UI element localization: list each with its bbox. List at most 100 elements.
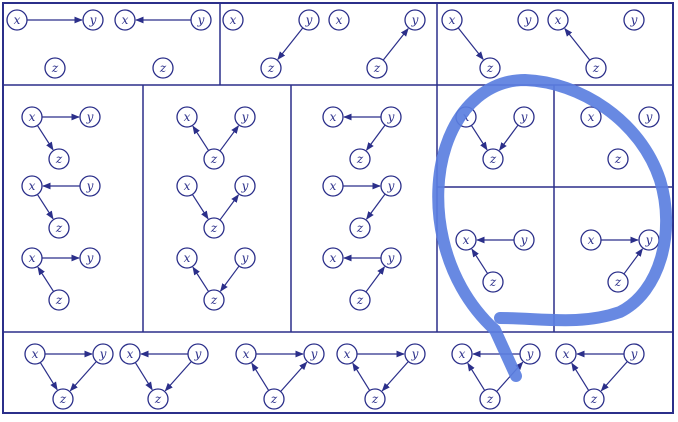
edge-z-to-y	[382, 27, 409, 61]
node-label: y	[241, 110, 249, 124]
node-x: x	[6, 9, 28, 31]
node-z: z	[349, 217, 371, 239]
node-x: x	[176, 175, 198, 197]
node-label: y	[197, 13, 205, 27]
node-circle	[336, 343, 358, 365]
node-label: x	[555, 13, 562, 27]
node-circle	[580, 106, 602, 128]
node-label: x	[588, 110, 595, 124]
node-circle	[21, 106, 43, 128]
node-label: x	[330, 179, 337, 193]
node-circle	[623, 9, 645, 31]
node-z: z	[260, 57, 282, 79]
diagram-frame	[2, 2, 674, 414]
node-z: z	[607, 148, 629, 170]
node-circle	[349, 289, 371, 311]
node-circle	[322, 106, 344, 128]
node-label: z	[356, 293, 364, 307]
node-label: x	[29, 110, 36, 124]
node-circle	[48, 148, 70, 170]
node-label: z	[51, 61, 59, 75]
node-label: z	[210, 152, 218, 166]
node-circle	[623, 343, 645, 365]
node-x: x	[21, 175, 43, 197]
node-y: y	[298, 9, 320, 31]
node-circle	[366, 57, 388, 79]
node-circle	[44, 57, 66, 79]
node-circle	[203, 148, 225, 170]
edge-x-to-z	[134, 362, 153, 391]
node-x: x	[328, 9, 350, 31]
node-circle	[114, 9, 136, 31]
edge-y-to-z	[366, 124, 386, 151]
node-circle	[21, 247, 43, 269]
node-circle	[404, 343, 426, 365]
node-circle	[263, 388, 285, 410]
node-x: x	[235, 343, 257, 365]
edge-z-to-x	[192, 266, 210, 292]
node-circle	[52, 388, 74, 410]
node-label: x	[184, 110, 191, 124]
node-label: z	[267, 61, 275, 75]
node-label: x	[184, 251, 191, 265]
node-circle	[517, 9, 539, 31]
edge-y-to-z	[499, 124, 519, 151]
node-circle	[513, 229, 535, 251]
edge-z-to-x	[37, 266, 55, 292]
node-z: z	[364, 388, 386, 410]
edge-y-to-z	[600, 361, 628, 392]
node-circle	[203, 289, 225, 311]
node-label: x	[330, 110, 337, 124]
node-label: z	[55, 293, 63, 307]
node-z: z	[152, 57, 174, 79]
node-z: z	[52, 388, 74, 410]
node-y: y	[404, 343, 426, 365]
edge-z-to-y	[623, 248, 643, 275]
node-circle	[583, 388, 605, 410]
node-label: z	[592, 61, 600, 75]
node-y: y	[380, 247, 402, 269]
node-y: y	[517, 9, 539, 31]
node-x: x	[455, 229, 477, 251]
node-y: y	[79, 106, 101, 128]
node-circle	[24, 343, 46, 365]
node-z: z	[479, 388, 501, 410]
node-circle	[187, 343, 209, 365]
annotation-loop	[432, 73, 673, 382]
node-label: y	[520, 110, 528, 124]
node-y: y	[234, 247, 256, 269]
node-label: z	[489, 152, 497, 166]
node-circle	[190, 9, 212, 31]
edge-z-to-x	[564, 27, 591, 61]
node-circle	[328, 9, 350, 31]
node-circle	[364, 388, 386, 410]
node-y: y	[234, 175, 256, 197]
node-x: x	[336, 343, 358, 365]
node-circle	[234, 106, 256, 128]
node-z: z	[48, 148, 70, 170]
node-circle	[79, 106, 101, 128]
node-circle	[322, 175, 344, 197]
node-x: x	[547, 9, 569, 31]
node-circle	[322, 247, 344, 269]
node-label: z	[489, 275, 497, 289]
node-y: y	[234, 106, 256, 128]
edge-y-to-z	[277, 27, 304, 61]
node-y: y	[513, 106, 535, 128]
node-label: x	[344, 347, 351, 361]
node-circle	[48, 289, 70, 311]
node-label: x	[563, 347, 570, 361]
node-z: z	[349, 148, 371, 170]
node-x: x	[322, 175, 344, 197]
